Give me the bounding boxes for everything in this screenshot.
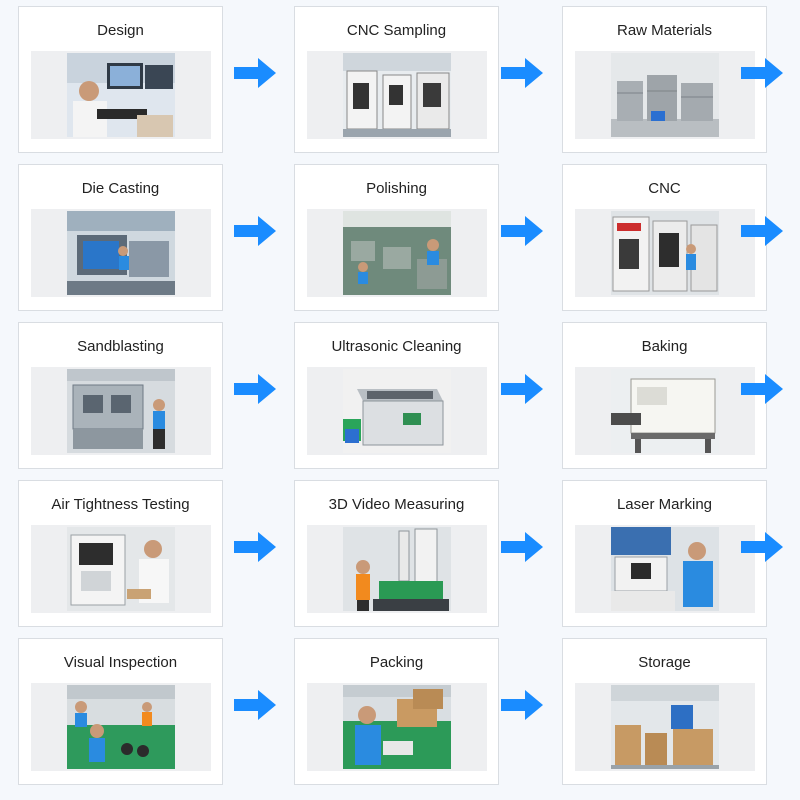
step-title: Storage [638,654,691,671]
step-card-storage: Storage [562,638,767,785]
step-card-die-casting: Die Casting [18,164,223,311]
step-card-laser-marking: Laser Marking [562,480,767,627]
packing-photo [307,683,487,771]
step-title: Sandblasting [77,338,164,355]
arrow-right-icon [741,532,783,562]
arrow-right-icon [501,374,543,404]
step-title: Laser Marking [616,496,713,513]
step-title: Baking [641,338,688,355]
arrow-right-icon [741,374,783,404]
polishing-photo [307,209,487,297]
step-card-cnc-sampling: CNC Sampling [294,6,499,153]
arrow-right-icon [741,58,783,88]
die-casting-photo [31,209,211,297]
step-card-3d-video-measuring: 3D Video Measuring [294,480,499,627]
ultrasonic-cleaning-photo [307,367,487,455]
arrow-right-icon [501,58,543,88]
step-card-sandblasting: Sandblasting [18,322,223,469]
cnc-sampling-photo [307,51,487,139]
laser-marking-photo [575,525,755,613]
visual-inspection-photo [31,683,211,771]
arrow-right-icon [501,216,543,246]
arrow-right-icon [234,532,276,562]
step-title: Ultrasonic Cleaning [331,338,462,355]
step-title: Die Casting [81,180,160,197]
step-card-air-tightness-testing: Air Tightness Testing [18,480,223,627]
step-title: Design [97,22,144,39]
step-title: Air Tightness Testing [51,496,190,513]
step-card-ultrasonic-cleaning: Ultrasonic Cleaning [294,322,499,469]
arrow-right-icon [741,216,783,246]
arrow-right-icon [234,374,276,404]
step-card-baking: Baking [562,322,767,469]
step-card-design: Design [18,6,223,153]
step-card-packing: Packing [294,638,499,785]
arrow-right-icon [234,690,276,720]
step-card-cnc: CNC [562,164,767,311]
step-card-visual-inspection: Visual Inspection [18,638,223,785]
3d-measuring-photo [307,525,487,613]
arrow-right-icon [234,58,276,88]
cnc-photo [575,209,755,297]
step-card-polishing: Polishing [294,164,499,311]
arrow-right-icon [501,690,543,720]
step-title: CNC [648,180,681,197]
step-title: Raw Materials [616,22,713,39]
sandblasting-photo [31,367,211,455]
arrow-right-icon [501,532,543,562]
design-photo [31,51,211,139]
step-title: Packing [369,654,424,671]
step-title: Visual Inspection [63,654,178,671]
step-title: CNC Sampling [346,22,447,39]
step-title: Polishing [366,180,427,197]
arrow-right-icon [234,216,276,246]
air-tightness-photo [31,525,211,613]
step-title: 3D Video Measuring [328,496,465,513]
baking-photo [575,367,755,455]
storage-photo [575,683,755,771]
step-card-raw-materials: Raw Materials [562,6,767,153]
raw-materials-photo [575,51,755,139]
